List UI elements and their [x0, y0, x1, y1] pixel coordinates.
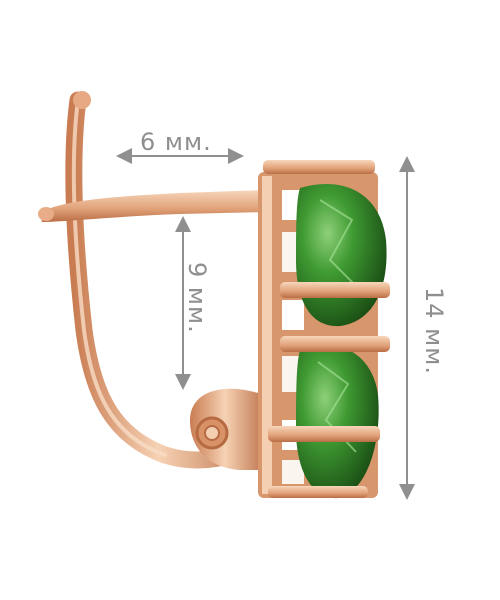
width-label: 6 мм. [140, 128, 212, 156]
prongs [263, 160, 390, 498]
hinge [190, 388, 268, 470]
inner-height-label: 9 мм. [183, 262, 211, 334]
ear-wire [65, 91, 271, 469]
upper-gemstone [296, 183, 387, 327]
latch-bar [38, 190, 268, 222]
total-height-label: 14 мм. [420, 287, 448, 376]
